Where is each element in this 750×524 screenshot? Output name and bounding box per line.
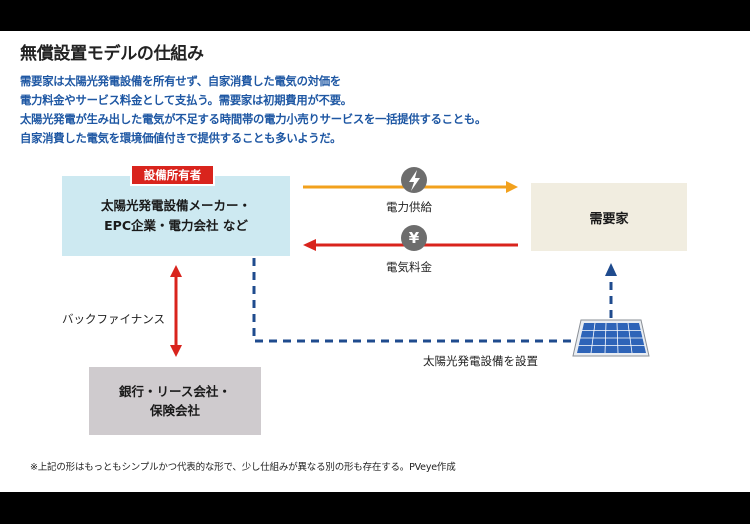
- bottom-black-bar: [0, 492, 750, 524]
- description-line: 自家消費した電気を環境価値付きで提供することも多いようだ。: [20, 132, 342, 145]
- owner-line: EPC企業・電力会社 など: [104, 218, 248, 233]
- description-line: 太陽光発電が生み出した電気が不足する時間帯の電力小売りサービスを一括提供すること…: [20, 113, 487, 126]
- owner-tag: 設備所有者: [130, 164, 215, 186]
- lightning-icon: [401, 167, 427, 193]
- install-dashed-line: [252, 258, 572, 343]
- description: 需要家は太陽光発電設備を所有せず、自家消費した電気の対価を 電力料金やサービス料…: [20, 72, 735, 148]
- page-title: 無償設置モデルの仕組み: [20, 44, 204, 64]
- description-line: 電力料金やサービス料金として支払う。需要家は初期費用が不要。: [20, 94, 352, 107]
- power-supply-label: 電力供給: [386, 200, 432, 214]
- panel-to-consumer-arrow: [605, 263, 617, 318]
- bank-line: 銀行・リース会社・: [119, 384, 231, 399]
- solar-panel-icon: [572, 319, 650, 357]
- top-black-bar: [0, 0, 750, 31]
- owner-box: 太陽光発電設備メーカー・ EPC企業・電力会社 など: [62, 176, 290, 256]
- back-finance-label: バックファイナンス: [62, 312, 166, 326]
- install-label: 太陽光発電設備を設置: [423, 354, 538, 368]
- bank-box: 銀行・リース会社・ 保険会社: [89, 367, 261, 435]
- consumer-label: 需要家: [589, 211, 629, 227]
- description-line: 需要家は太陽光発電設備を所有せず、自家消費した電気の対価を: [20, 75, 342, 88]
- svg-text:¥: ¥: [409, 229, 420, 247]
- yen-icon: ¥: [401, 225, 427, 251]
- consumer-box: 需要家: [531, 183, 687, 251]
- back-finance-arrow: [170, 265, 182, 357]
- bank-line: 保険会社: [149, 403, 200, 418]
- owner-line: 太陽光発電設備メーカー・: [100, 198, 251, 213]
- electricity-fee-label: 電気料金: [386, 260, 432, 274]
- footnote: ※上記の形はもっともシンプルかつ代表的な形で、少し仕組みが異なる別の形も存在する…: [30, 462, 456, 473]
